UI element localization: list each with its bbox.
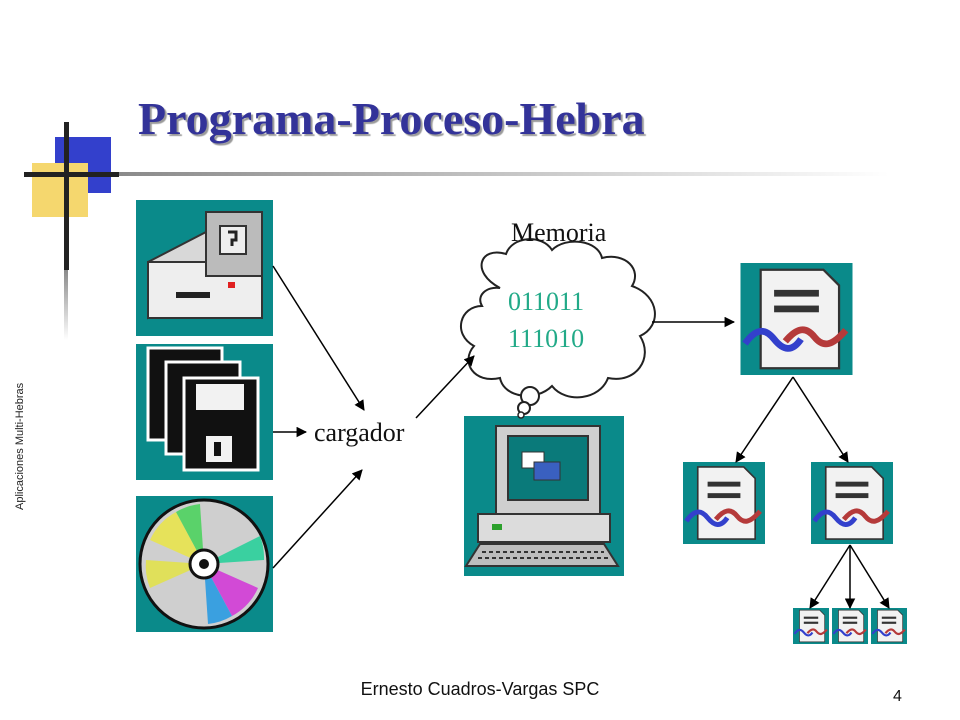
arrow-cd-to-loader [272,469,363,569]
loader-label: cargador [314,418,405,447]
side-rule [64,270,68,340]
memory-bits-line-2: 111010 [508,324,585,353]
subthread-icon-1 [792,608,830,644]
title-rule [119,172,889,176]
slide-title: Programa-Proceso-Hebra [138,93,645,144]
arrows [272,265,890,610]
yellow-square [32,163,88,217]
subthread-icon-2 [831,608,869,644]
cross-bar-vertical [64,122,69,270]
hard-disk-icon [136,200,273,336]
footer-author: Ernesto Cuadros-Vargas SPC [360,679,600,699]
computer-icon [464,416,624,576]
process-icon [741,263,853,375]
arrow-process-to-thread-left [735,376,794,463]
memory-label: Memoria [511,218,607,247]
subthread-icon-3 [870,608,908,644]
memory-cloud [460,238,656,419]
cross-bar-horizontal [24,172,119,177]
thread-icon-right [811,462,893,544]
corner-decoration [24,122,889,340]
memory-bits-line-1: 011011 [508,287,585,316]
floppy-disks-icon [136,344,273,480]
cd-icon [136,496,273,632]
arrow-thread-to-sub-3 [849,544,890,609]
page-number: 4 [893,688,902,705]
arrow-process-to-thread-right [792,376,849,463]
arrow-disk-to-loader [272,265,365,411]
arrow-loader-to-memory [415,355,475,419]
arrow-thread-to-sub-1 [809,544,851,609]
side-label: Aplicaciones Multi-Hebras [14,382,26,510]
thread-icon-left [683,462,765,544]
